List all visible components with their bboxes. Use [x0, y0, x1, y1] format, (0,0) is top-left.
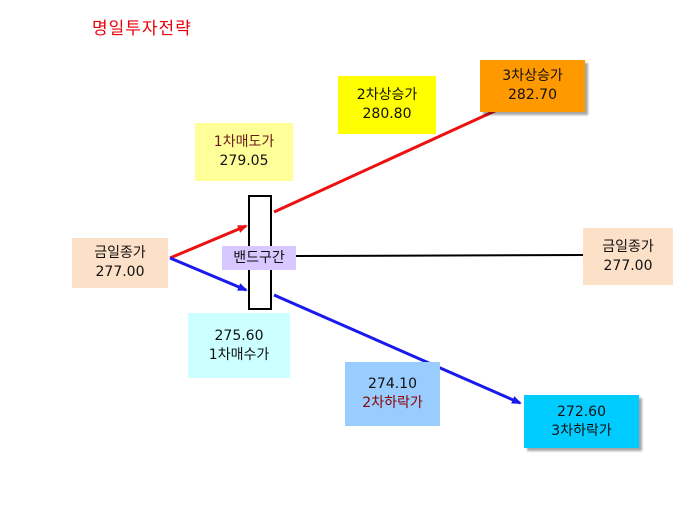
sell1-box: 1차매도가 279.05	[195, 123, 293, 181]
fall3-value: 272.60	[557, 403, 606, 420]
rise-line	[273, 108, 498, 214]
buy1-label: 1차매수가	[208, 346, 270, 363]
fall3-box: 272.60 3차하락가	[524, 395, 639, 448]
fall2-label: 2차하락가	[362, 395, 423, 411]
rise2-value: 280.80	[362, 106, 412, 122]
close-right-label: 금일종가	[602, 238, 654, 255]
fall-line	[273, 293, 522, 405]
close-right-value: 277.00	[603, 257, 653, 274]
buy1-box: 275.60 1차매수가	[188, 313, 290, 378]
buy1-value: 275.60	[214, 327, 264, 344]
up-arrow-line	[169, 224, 248, 260]
rise2-label: 2차상승가	[356, 87, 418, 103]
rise2-box: 2차상승가 280.80	[338, 76, 436, 134]
band-range-label: 밴드구간	[222, 246, 296, 270]
fall2-box: 274.10 2차하락가	[345, 362, 440, 426]
down-arrow-line	[169, 256, 248, 292]
close-left-value: 277.00	[95, 264, 145, 280]
flat-line	[295, 254, 585, 257]
close-left-box: 금일종가 277.00	[72, 238, 168, 288]
sell1-value: 279.05	[219, 153, 269, 169]
close-left-label: 금일종가	[94, 245, 146, 261]
fall2-value: 274.10	[368, 376, 417, 392]
fall3-label: 3차하락가	[551, 422, 612, 439]
rise3-box: 3차상승가 282.70	[480, 60, 585, 112]
sell1-label: 1차매도가	[213, 134, 275, 150]
rise3-label: 3차상승가	[502, 68, 563, 84]
rise3-value: 282.70	[508, 87, 557, 103]
diagram-title: 명일투자전략	[92, 19, 192, 39]
close-right-box: 금일종가 277.00	[583, 228, 673, 285]
